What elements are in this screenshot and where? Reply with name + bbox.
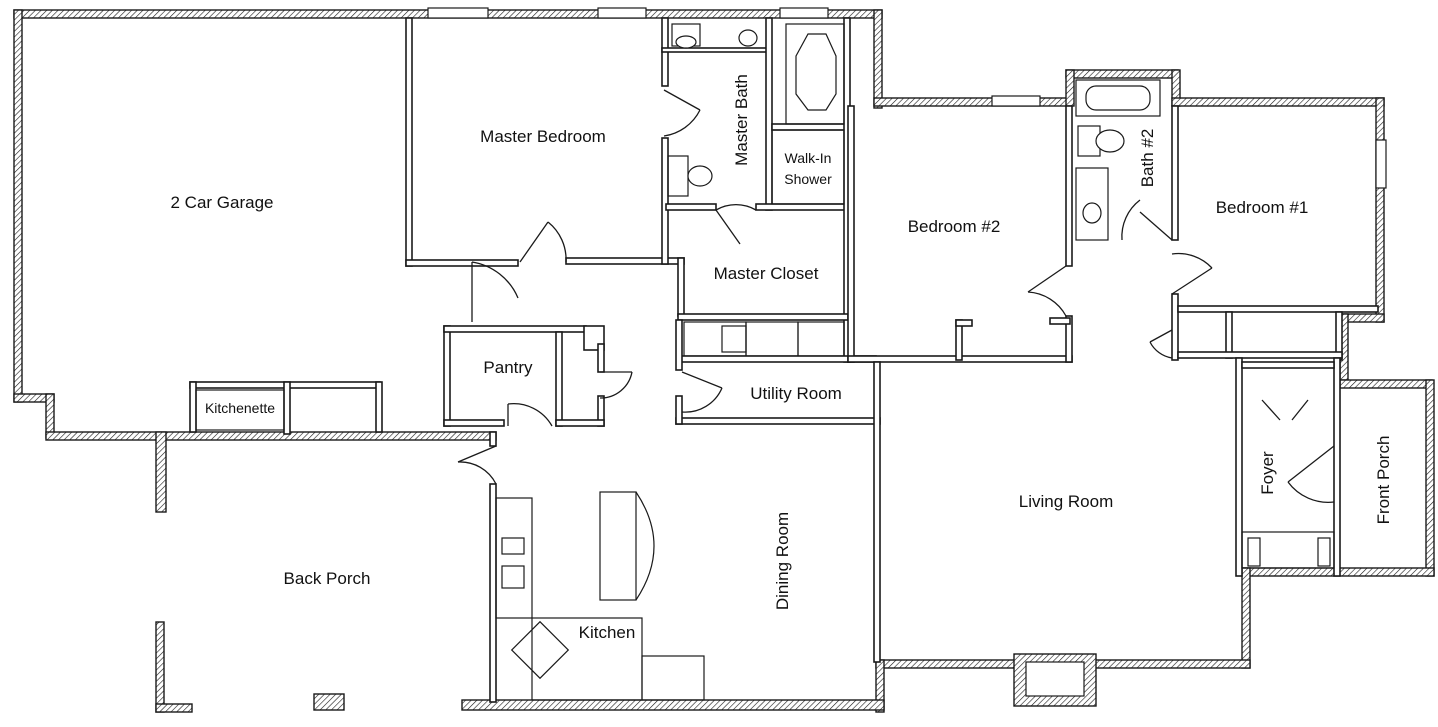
label-living-room: Living Room xyxy=(1019,492,1114,511)
label-garage: 2 Car Garage xyxy=(171,193,274,212)
label-foyer: Foyer xyxy=(1258,451,1277,495)
label-walk-in-shower-line2: Shower xyxy=(784,171,832,187)
label-master-closet: Master Closet xyxy=(714,264,819,283)
label-utility-room: Utility Room xyxy=(750,384,842,403)
label-master-bedroom: Master Bedroom xyxy=(480,127,606,146)
label-pantry: Pantry xyxy=(483,358,533,377)
label-bedroom1: Bedroom #1 xyxy=(1216,198,1309,217)
label-kitchen: Kitchen xyxy=(579,623,636,642)
label-front-porch: Front Porch xyxy=(1374,436,1393,525)
label-bath2: Bath #2 xyxy=(1138,129,1157,188)
label-kitchenette: Kitchenette xyxy=(205,400,275,416)
label-dining-room: Dining Room xyxy=(773,512,792,610)
doors xyxy=(457,89,1335,503)
interior-walls xyxy=(189,7,1387,707)
label-walk-in-shower-line1: Walk-In xyxy=(785,150,832,166)
label-bedroom2: Bedroom #2 xyxy=(908,217,1001,236)
label-master-bath: Master Bath xyxy=(732,74,751,166)
label-back-porch: Back Porch xyxy=(284,569,371,588)
